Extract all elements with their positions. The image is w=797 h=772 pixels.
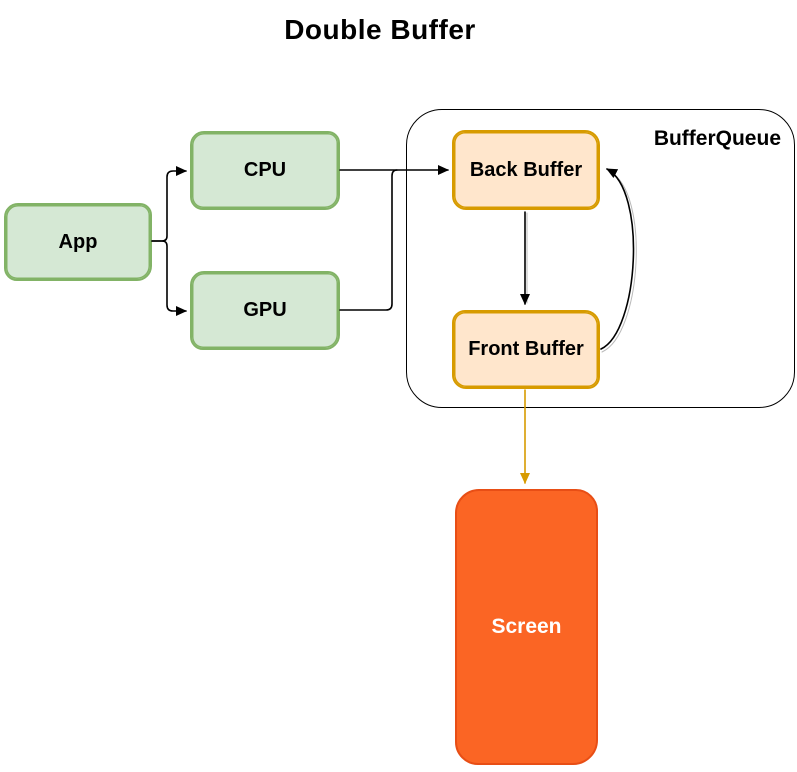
edge-app-cpu [151,166,187,242]
group-buffer-queue-label: BufferQueue [653,127,781,150]
diagram-title: Double Buffer [284,14,476,45]
node-front-buffer: Front Buffer [452,310,600,389]
node-screen-label: Screen [491,615,562,638]
node-back-buffer-label: Back Buffer [469,158,583,181]
node-app-label: App [58,230,98,253]
node-gpu-label: GPU [243,299,287,321]
edge-app-gpu [151,240,187,316]
node-back-buffer: Back Buffer [452,130,600,210]
node-screen: Screen [455,489,598,765]
node-cpu: CPU [190,131,340,210]
node-app: App [4,203,152,281]
node-cpu-label: CPU [243,159,287,181]
edge-gpu-back-buffer [339,169,398,311]
node-front-buffer-label: Front Buffer [468,338,584,360]
group-buffer-queue: BufferQueue [406,109,795,408]
node-gpu: GPU [190,271,340,350]
